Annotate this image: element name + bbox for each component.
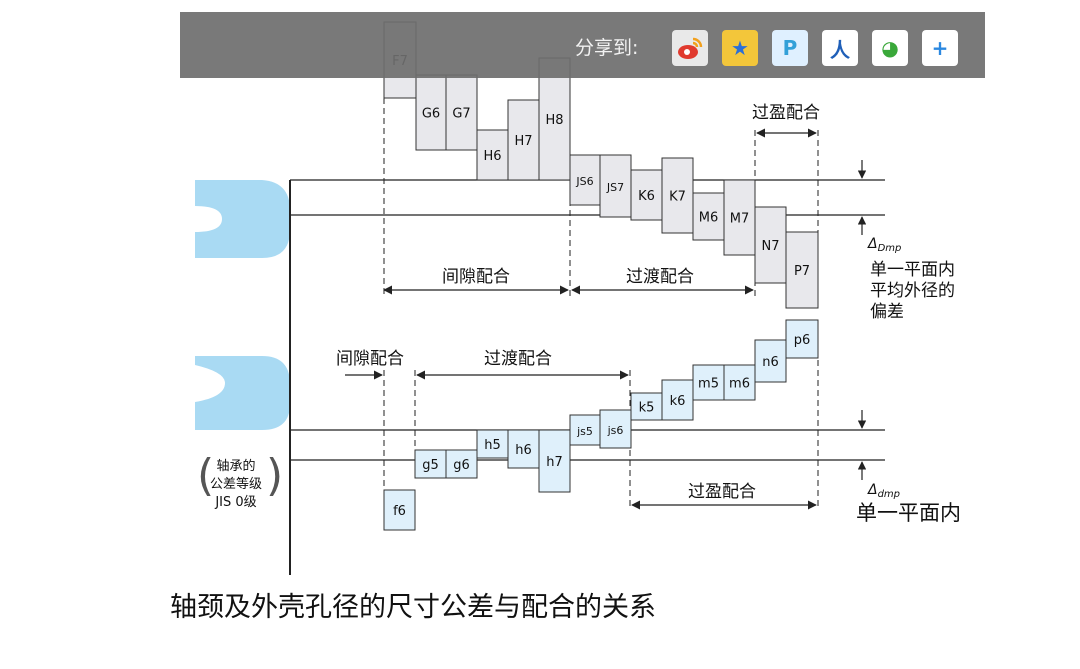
shaft-label-h6: h6 [515, 443, 532, 458]
shaft-label-f6: f6 [393, 504, 406, 519]
bearing-note-line-3: JIS 0级 [214, 495, 256, 510]
tencent-weibo-icon[interactable]: P [772, 30, 808, 66]
bearing-inner-ring [195, 356, 290, 430]
housing-delta-symbol-glyph: Δ [867, 236, 878, 252]
housing-box-m7 [723, 179, 756, 256]
shaft-label-m6: m6 [729, 377, 750, 392]
more-share-icon[interactable]: + [922, 30, 958, 66]
housing-box-k6 [630, 169, 663, 221]
housing-delta-symbol: ΔDmp [867, 236, 901, 254]
housing-label-h7: H7 [514, 134, 532, 149]
bearing-note-bracket-left: ( [197, 450, 214, 501]
shaft-box-f6 [383, 489, 416, 531]
shaft-label-k6: k6 [670, 394, 686, 409]
housing-label-js7: JS7 [606, 181, 624, 194]
shaft-delta-symbol: Δdmp [867, 482, 900, 500]
housing-label-g6: G6 [422, 107, 440, 122]
housing-delta-subscript: Dmp [878, 243, 902, 254]
figure-caption: 轴颈及外壳孔径的尺寸公差与配合的关系 [170, 592, 656, 623]
shaft-box-h7 [538, 429, 571, 493]
housing-box-k7 [661, 157, 694, 234]
shaft-box-g6 [445, 449, 478, 479]
shaft-label-h7: h7 [546, 455, 563, 470]
qzone-icon[interactable]: ★ [722, 30, 758, 66]
renren-icon[interactable]: 人 [822, 30, 858, 66]
shaft-box-p6 [785, 319, 819, 359]
shaft-label-p6: p6 [794, 333, 811, 348]
shaft-interference-label: 过盈配合 [688, 482, 756, 502]
shaft-label-js5: js5 [576, 425, 593, 438]
housing-label-k7: K7 [669, 190, 686, 205]
shaft-delta-subscript: dmp [878, 489, 900, 500]
shaft-box-js5 [569, 414, 601, 446]
shaft-label-k5: k5 [639, 401, 655, 416]
housing-box-h6 [476, 129, 509, 181]
shaft-tolerance-boxes: f6 g5 g6 h5 h6 h7 js5 js6 k5 k6 m5 m6 n6 p6 [383, 319, 819, 531]
shaft-box-h5 [476, 429, 509, 459]
shaft-delta-symbol-glyph: Δ [867, 482, 878, 498]
shaft-label-g5: g5 [422, 458, 439, 473]
shaft-transition-label: 过渡配合 [484, 349, 552, 369]
shaft-box-g5 [414, 449, 447, 479]
housing-box-p7 [785, 231, 819, 309]
share-label: 分享到: [575, 37, 639, 59]
wechat-icon[interactable]: ◕ [872, 30, 908, 66]
bearing-note-line-2: 公差等级 [210, 476, 262, 492]
shaft-box-n6 [754, 339, 787, 383]
shaft-box-js6 [599, 409, 632, 449]
bearing-note-bracket-right: ) [266, 450, 283, 501]
bearing-outer-ring [195, 180, 290, 258]
housing-interference-label: 过盈配合 [752, 103, 820, 123]
housing-label-m7: M7 [730, 212, 750, 227]
shaft-box-h6 [507, 429, 540, 469]
shaft-label-js6: js6 [607, 424, 624, 437]
housing-label-k6: K6 [638, 189, 655, 204]
side-note: 单一平面内 [856, 501, 961, 525]
housing-label-p7: P7 [794, 264, 810, 279]
housing-note-line-3: 偏差 [870, 302, 904, 322]
weibo-icon[interactable] [672, 30, 708, 66]
housing-box-js7 [599, 154, 632, 218]
housing-note-line-2: 平均外径的 [870, 281, 955, 301]
shaft-label-n6: n6 [762, 355, 779, 370]
housing-label-h8: H8 [545, 113, 563, 128]
shaft-box-k5 [630, 392, 663, 421]
shaft-clearance-label: 间隙配合 [336, 349, 404, 369]
shaft-label-m5: m5 [698, 377, 719, 392]
housing-label-js6: JS6 [575, 175, 593, 188]
shaft-label-g6: g6 [453, 458, 470, 473]
shaft-label-h5: h5 [484, 438, 501, 453]
housing-box-n7 [754, 206, 787, 284]
housing-transition-label: 过渡配合 [626, 267, 694, 287]
housing-label-n7: N7 [762, 239, 780, 254]
housing-box-h7 [507, 99, 540, 181]
housing-label-h6: H6 [483, 149, 501, 164]
bearing-note-line-1: 轴承的 [216, 458, 255, 474]
housing-box-h8 [538, 57, 571, 181]
housing-clearance-label: 间隙配合 [442, 267, 510, 287]
housing-label-m6: M6 [699, 211, 719, 226]
housing-label-g7: G7 [452, 107, 470, 122]
shaft-box-k6 [661, 379, 694, 421]
housing-note-line-1: 单一平面内 [870, 260, 955, 280]
